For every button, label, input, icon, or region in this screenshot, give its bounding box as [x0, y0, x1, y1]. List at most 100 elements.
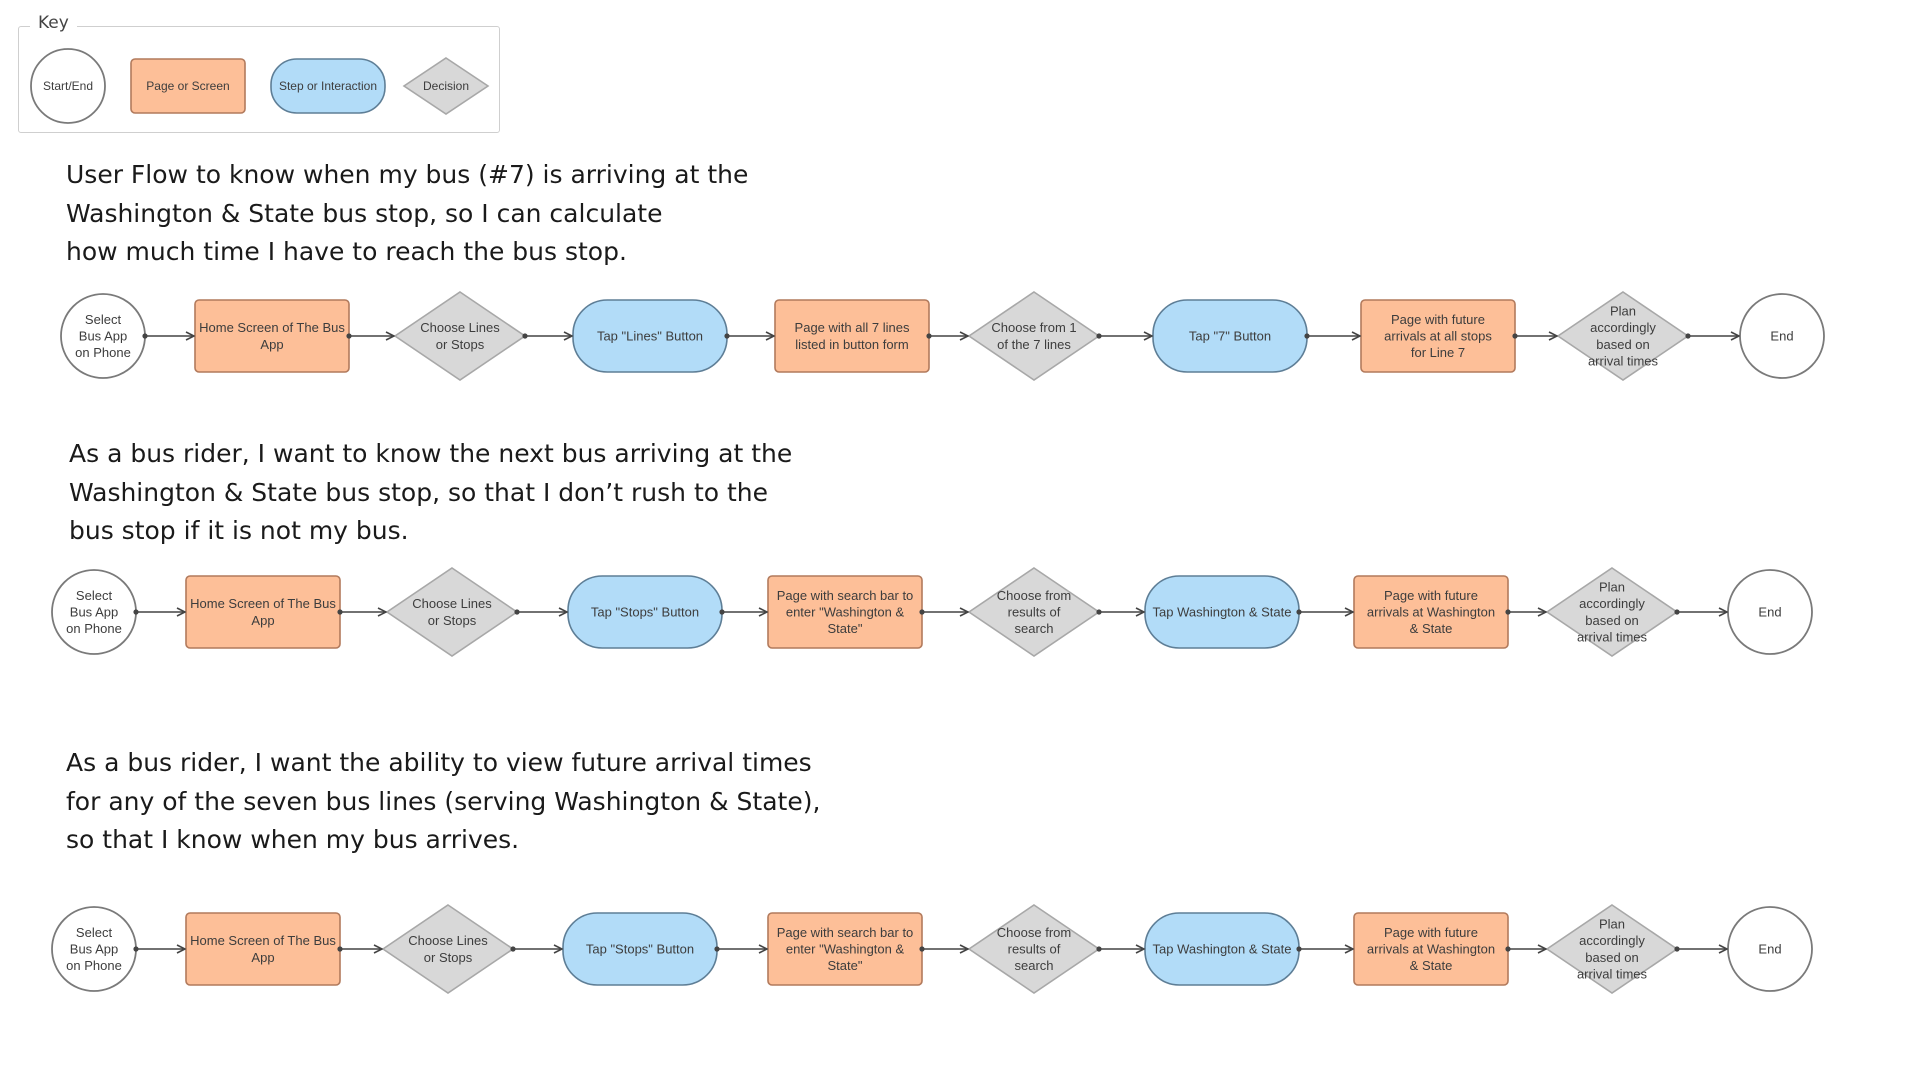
flow-2-node-9-shape [1545, 567, 1679, 657]
arrow-start-dot [514, 609, 520, 615]
flow-3-node-7-label: Tap Washington & State [1153, 942, 1292, 957]
key-item-circle-shape [30, 48, 106, 124]
flow-2-node-7: Tap Washington & State [1144, 575, 1300, 649]
flow-1-node-3-shape [393, 291, 527, 381]
flow-2-node-4-label: Tap "Stops" Button [591, 605, 699, 620]
story-line: so that I know when my bus arrives. [66, 825, 520, 854]
arrow-start-dot [926, 333, 932, 339]
arrow-start-dot [133, 946, 139, 952]
flow-2-node-10-shape [1727, 569, 1813, 655]
arrow-start-dot [1296, 946, 1302, 952]
flow-1-node-10-label: End [1770, 329, 1793, 344]
arrow-start-dot [919, 946, 925, 952]
arrow-start-dot [714, 946, 720, 952]
arrow-start-dot [337, 609, 343, 615]
flow-3-node-4: Tap "Stops" Button [562, 912, 718, 986]
story-line: how much time I have to reach the bus st… [66, 237, 627, 266]
story-line: User Flow to know when my bus (#7) is ar… [66, 160, 749, 189]
arrow-start-dot [919, 609, 925, 615]
key-item-diamond: Decision [402, 57, 490, 115]
key-item-pill-shape [270, 58, 386, 114]
arrow-start-dot [522, 333, 528, 339]
story-line: As a bus rider, I want to know the next … [69, 439, 793, 468]
arrow-start-dot [1096, 333, 1102, 339]
flow-1-node-4-label: Tap "Lines" Button [597, 329, 703, 344]
flow-1-node-4: Tap "Lines" Button [572, 299, 728, 373]
flow-1-node-10-shape [1739, 293, 1825, 379]
key-item-rect-shape [130, 58, 246, 114]
arrow-start-dot [1674, 946, 1680, 952]
arrow-start-dot [346, 333, 352, 339]
flow-1-node-7: Tap "7" Button [1152, 299, 1308, 373]
flow-1-node-10: End [1739, 293, 1825, 379]
key-item-diamond-shape [402, 57, 490, 115]
flow-3-node-10-label: End [1758, 942, 1781, 957]
arrow-start-dot [1505, 946, 1511, 952]
key-item-rect: Page or Screen [130, 58, 246, 114]
flow-2-node-10-label: End [1758, 605, 1781, 620]
key-item-circle: Start/End [30, 48, 106, 124]
story-line: Washington & State bus stop, so I can ca… [66, 198, 663, 228]
flow-2-node-6-shape [967, 567, 1101, 657]
arrow-start-dot [1685, 333, 1691, 339]
flow-1-node-7-label: Tap "7" Button [1189, 329, 1271, 344]
flow-2-node-4: Tap "Stops" Button [567, 575, 723, 649]
arrow-start-dot [1505, 609, 1511, 615]
arrow-start-dot [337, 946, 343, 952]
story-line: Washington & State bus stop, so that I d… [69, 477, 769, 507]
flow-2-node-3-shape [385, 567, 519, 657]
arrow-start-dot [142, 333, 148, 339]
flow-1-node-6-shape [967, 291, 1101, 381]
arrow-start-dot [724, 333, 730, 339]
flow-2-story: As a bus rider, I want to know the next … [69, 435, 792, 551]
key-item-diamond-label: Decision [423, 79, 469, 93]
arrow-start-dot [719, 609, 725, 615]
flow-3-node-4-label: Tap "Stops" Button [586, 942, 694, 957]
story-line: bus stop if it is not my bus. [69, 516, 409, 545]
key-item-circle-label: Start/End [43, 79, 93, 93]
flow-1-node-9-shape [1556, 291, 1690, 381]
key-item-rect-label: Page or Screen [146, 79, 229, 93]
story-line: for any of the seven bus lines (serving … [66, 786, 821, 816]
flow-3-story: As a bus rider, I want the ability to vi… [66, 744, 820, 860]
flow-3-node-10-shape [1727, 906, 1813, 992]
flow-3-node-3-shape [381, 904, 515, 994]
flow-3-node-9-shape [1545, 904, 1679, 994]
